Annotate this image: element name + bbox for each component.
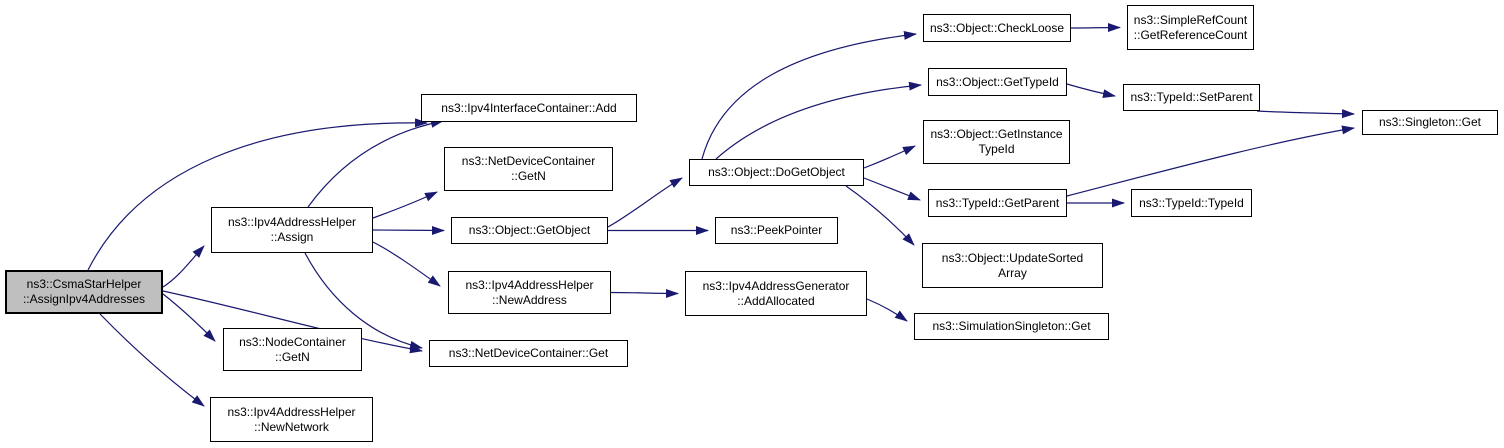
graph-node-label: ns3::Object::GetTypeId	[936, 74, 1059, 89]
graph-node-label: ns3::TypeId::GetParent	[935, 195, 1060, 210]
graph-node-label: ::GetReferenceCount	[1133, 27, 1248, 42]
graph-node-label: ::NewNetwork	[254, 419, 329, 434]
edge-add-allocated-sim-singleton-get	[866, 298, 908, 322]
graph-node-label: ns3::SimulationSingleton::Get	[932, 319, 1091, 333]
edge-do-get-object-update-sorted-array	[845, 185, 915, 246]
edge-main-new-network	[99, 313, 205, 407]
edge-assign-ndc-get-n	[372, 191, 438, 219]
graph-node-get-object[interactable]: ns3::Object::GetObject	[451, 217, 608, 244]
graph-node-get-type-id[interactable]: ns3::Object::GetTypeId	[928, 68, 1067, 96]
graph-node-label: ns3::TypeId::SetParent	[1130, 90, 1253, 104]
graph-node-label: ns3::NetDeviceContainer	[461, 154, 596, 168]
edge-assign-ndc-get	[304, 252, 423, 350]
graph-node-label: ::Assign	[270, 230, 314, 244]
edge-main-assign	[162, 245, 205, 288]
graph-node-peek-pointer[interactable]: ns3::PeekPointer	[715, 217, 838, 244]
graph-node-label: ns3::Ipv4AddressHelper	[227, 404, 356, 419]
graph-node-label: ns3::CsmaStarHelper	[26, 277, 142, 291]
graph-node-assign[interactable]: ns3::Ipv4AddressHelper::Assign	[211, 207, 373, 253]
graph-node-label: ::GetN	[511, 169, 546, 183]
graph-node-singleton-get[interactable]: ns3::Singleton::Get	[1362, 110, 1498, 135]
edge-do-get-object-type-id-get-parent	[863, 177, 921, 201]
graph-node-check-loose[interactable]: ns3::Object::CheckLoose	[923, 14, 1071, 42]
edge-get-object-do-get-object	[607, 177, 683, 228]
edge-main-node-get-n	[162, 293, 216, 342]
graph-node-node-get-n[interactable]: ns3::NodeContainer::GetN	[223, 328, 362, 371]
edge-set-parent-singleton-get	[1256, 109, 1355, 119]
graph-node-new-address[interactable]: ns3::Ipv4AddressHelper::NewAddress	[448, 271, 611, 314]
graph-node-label: ::NewAddress	[492, 292, 567, 307]
graph-node-ndc-get[interactable]: ns3::NetDeviceContainer::Get	[429, 340, 628, 367]
graph-node-label: ns3::NetDeviceContainer::Get	[448, 346, 609, 360]
graph-node-get-reference-count[interactable]: ns3::SimpleRefCount::GetReferenceCount	[1127, 5, 1254, 50]
graph-node-label: ns3::Object::CheckLoose	[929, 20, 1065, 35]
graph-node-label: ns3::PeekPointer	[730, 223, 823, 237]
edge-do-get-object-get-instance-type-id	[863, 145, 916, 169]
graph-node-do-get-object[interactable]: ns3::Object::DoGetObject	[689, 159, 864, 186]
graph-node-label: ns3::Object::GetObject	[468, 223, 591, 237]
graph-node-label: ::AddAllocated	[737, 293, 815, 308]
graph-node-ifc-add[interactable]: ns3::Ipv4InterfaceContainer::Add	[421, 94, 637, 122]
edge-type-id-get-parent-singleton-get	[1066, 125, 1355, 197]
graph-node-label: ns3::Ipv4AddressHelper	[465, 277, 594, 292]
graph-node-sim-singleton-get[interactable]: ns3::SimulationSingleton::Get	[914, 313, 1109, 340]
graph-node-add-allocated[interactable]: ns3::Ipv4AddressGenerator::AddAllocated	[685, 271, 867, 316]
graph-node-label: ::AssignIpv4Addresses	[22, 292, 146, 306]
edge-new-address-add-allocated	[610, 288, 679, 298]
edge-assign-new-address	[372, 241, 441, 287]
graph-node-label: ns3::SimpleRefCount	[1133, 12, 1248, 27]
edge-do-get-object-check-loose	[701, 30, 917, 160]
edge-check-loose-get-reference-count	[1070, 23, 1121, 33]
edge-main-ndc-get	[162, 290, 423, 354]
graph-node-main[interactable]: ns3::CsmaStarHelper::AssignIpv4Addresses	[5, 270, 163, 314]
graph-node-label: TypeId	[978, 142, 1015, 156]
graph-node-type-id-get-parent[interactable]: ns3::TypeId::GetParent	[928, 189, 1067, 217]
graph-node-set-parent[interactable]: ns3::TypeId::SetParent	[1123, 84, 1260, 111]
graph-node-label: ns3::Object::UpdateSorted	[941, 250, 1084, 265]
graph-node-label: ns3::Object::GetInstance	[930, 127, 1063, 141]
edge-get-type-id-set-parent	[1066, 83, 1116, 99]
edge-assign-get-object	[372, 225, 445, 235]
edge-main-ifc-add	[87, 118, 428, 271]
edge-do-get-object-get-type-id	[715, 81, 922, 160]
edge-assign-ifc-add	[307, 118, 444, 208]
graph-node-label: ns3::TypeId::TypeId	[1139, 195, 1244, 210]
graph-node-label: ns3::Singleton::Get	[1378, 115, 1482, 129]
graph-node-label: ::GetN	[275, 349, 310, 364]
graph-node-new-network[interactable]: ns3::Ipv4AddressHelper::NewNetwork	[210, 397, 373, 442]
graph-node-label: ns3::Ipv4AddressHelper	[227, 215, 357, 229]
graph-node-label: ns3::Ipv4AddressGenerator	[702, 278, 850, 293]
graph-node-label: Array	[998, 265, 1027, 280]
graph-node-type-id-ctor[interactable]: ns3::TypeId::TypeId	[1131, 189, 1252, 217]
graph-node-label: ns3::NodeContainer	[239, 334, 346, 349]
graph-node-label: ns3::Object::DoGetObject	[708, 165, 845, 179]
graph-node-ndc-get-n[interactable]: ns3::NetDeviceContainer::GetN	[444, 147, 613, 191]
graph-node-label: ns3::Ipv4InterfaceContainer::Add	[441, 100, 617, 115]
